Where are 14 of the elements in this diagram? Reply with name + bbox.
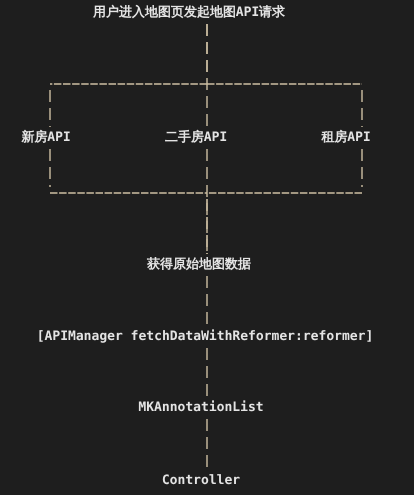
connector-line	[206, 149, 208, 254]
connector-line	[206, 276, 208, 326]
connector-line	[206, 348, 208, 397]
step-label: 新房API	[21, 130, 71, 146]
step-label: 用户进入地图页发起地图API请求	[92, 5, 286, 21]
connector-line	[206, 24, 363, 127]
step-label: MKAnnotationList	[138, 400, 264, 416]
step-label: 获得原始地图数据	[147, 257, 251, 273]
step-label: [APIManager fetchDataWithReformer:reformer]	[36, 329, 374, 345]
step-label: 二手房API	[164, 130, 228, 146]
connector-line	[206, 149, 363, 254]
step-label: 租房API	[321, 130, 371, 146]
step-label: Controller	[162, 473, 240, 489]
connector-line	[206, 419, 208, 470]
